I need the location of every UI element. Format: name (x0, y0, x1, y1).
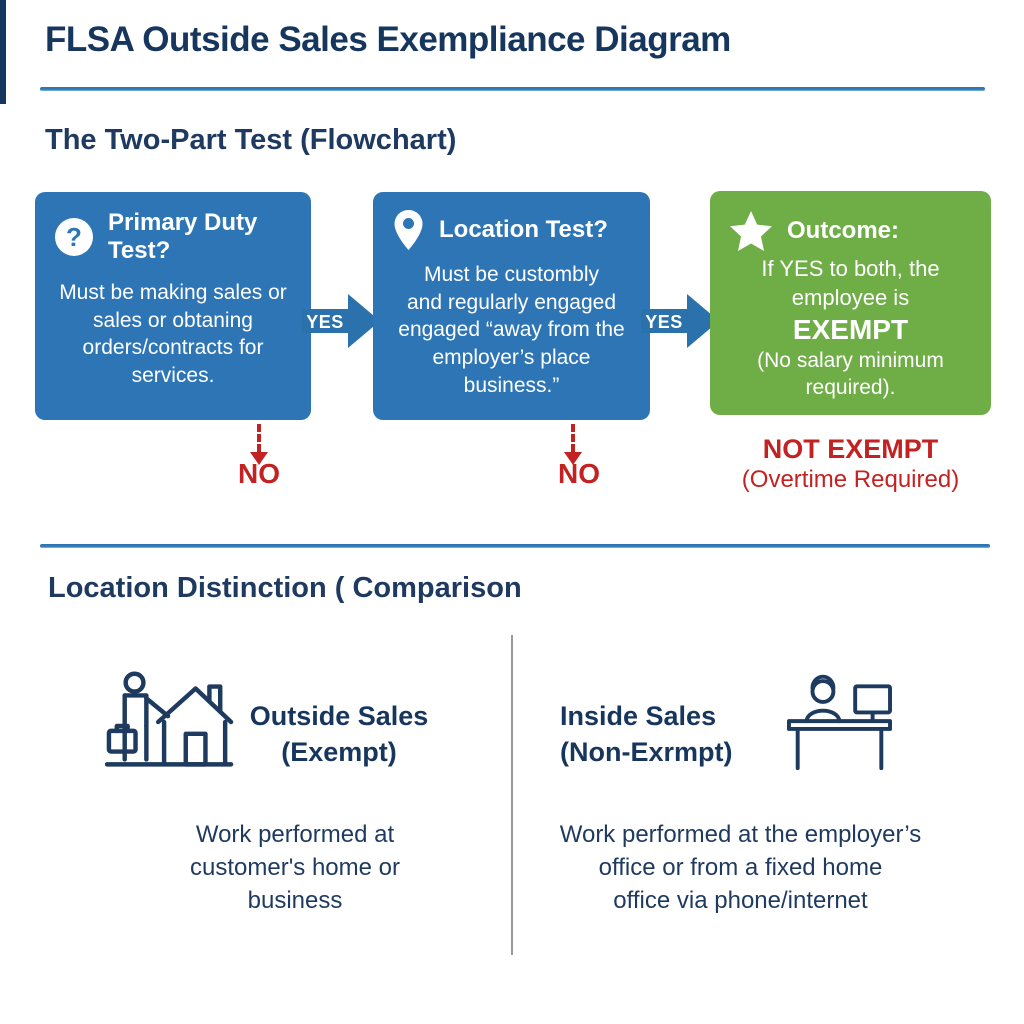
flow-box-title: Outcome: (787, 217, 900, 244)
no-arrow-1-line (257, 424, 261, 452)
question-glyph: ? (66, 222, 82, 252)
no-arrow-2-head (564, 452, 582, 465)
question-mark-icon: ? (55, 218, 93, 256)
right-arrow-icon (302, 294, 380, 348)
location-pin-icon (394, 210, 423, 250)
inside-sales-body: Work performed at the employer’s office … (559, 821, 922, 915)
comparison-section-heading: Location Distinction ( Comparison (48, 572, 522, 604)
no-arrow-2-line (571, 424, 575, 452)
left-accent-strip (0, 0, 6, 104)
flow-box-primary-duty: ? Primary Duty Test? Must be making sale… (35, 192, 311, 420)
no-label-1: NO (238, 458, 280, 489)
flow-box-body: If YES to both, the employee is EXEMPT (… (710, 255, 991, 402)
flow-box-title: Location Test? (439, 216, 608, 243)
flow-box-header: Location Test? (373, 192, 650, 251)
inside-sales-title: Inside Sales (Non-Exrmpt) (560, 701, 733, 768)
title-divider (40, 87, 985, 91)
flow-box-location-test: Location Test? Must be custombly and reg… (373, 192, 650, 420)
not-exempt-subtitle: (Overtime Required) (741, 466, 960, 493)
column-divider (511, 635, 513, 955)
flowchart-section-heading: The Two-Part Test (Flowchart) (45, 124, 457, 156)
star-icon (730, 211, 772, 251)
not-exempt-block: NOT EXEMPT (Overtime Required) (710, 434, 991, 494)
outside-sales-body: Work performed at customer's home or bus… (190, 821, 400, 915)
yes-arrow-2: YES (641, 291, 719, 351)
flow-box-outcome: Outcome: If YES to both, the employee is… (710, 191, 991, 415)
flow-box-body: Must be making sales or sales or obtanin… (59, 281, 287, 388)
no-arrow-1-head (250, 452, 268, 465)
no-label-2: NO (558, 458, 600, 489)
yes-label: YES (645, 312, 683, 332)
yes-arrow-1: YES (302, 291, 380, 351)
right-arrow-icon (641, 294, 719, 348)
page-title: FLSA Outside Sales Exempliance Diagram (45, 20, 731, 59)
not-exempt-title: NOT EXEMPT (762, 434, 939, 464)
section-divider (40, 544, 990, 548)
flow-box-header: ? Primary Duty Test? (35, 192, 311, 265)
outcome-note: (No salary minimum required). (757, 349, 944, 400)
flow-box-title: Primary Duty Test? (108, 209, 258, 264)
outcome-exempt-label: EXEMPT (792, 314, 909, 346)
flow-box-body: Must be custombly and regularly engaged … (398, 263, 625, 397)
desk-worker-icon (787, 674, 892, 771)
outside-sales-title: Outside Sales (Exempt) (249, 701, 429, 768)
outcome-intro: If YES to both, the employee is (761, 256, 940, 310)
flow-box-header: Outcome: (710, 191, 991, 251)
salesperson-house-icon (105, 671, 234, 767)
yes-label: YES (306, 312, 344, 332)
